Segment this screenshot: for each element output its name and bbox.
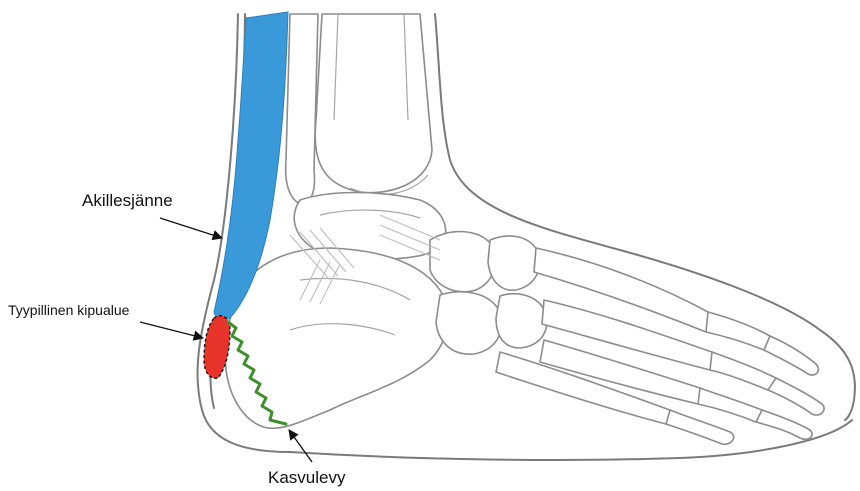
midfoot-bones — [430, 232, 547, 355]
label-achilles-tendon: Akillesjänne — [82, 191, 173, 210]
arrow-pain-area — [140, 322, 203, 338]
toe-bones — [666, 312, 824, 444]
label-growth-plate: Kasvulevy — [268, 468, 346, 487]
arrow-growth-plate — [289, 430, 312, 462]
label-pain-area: Tyypillinen kipualue — [8, 302, 130, 318]
arrow-achilles — [160, 218, 222, 238]
leg-bones — [286, 14, 432, 205]
